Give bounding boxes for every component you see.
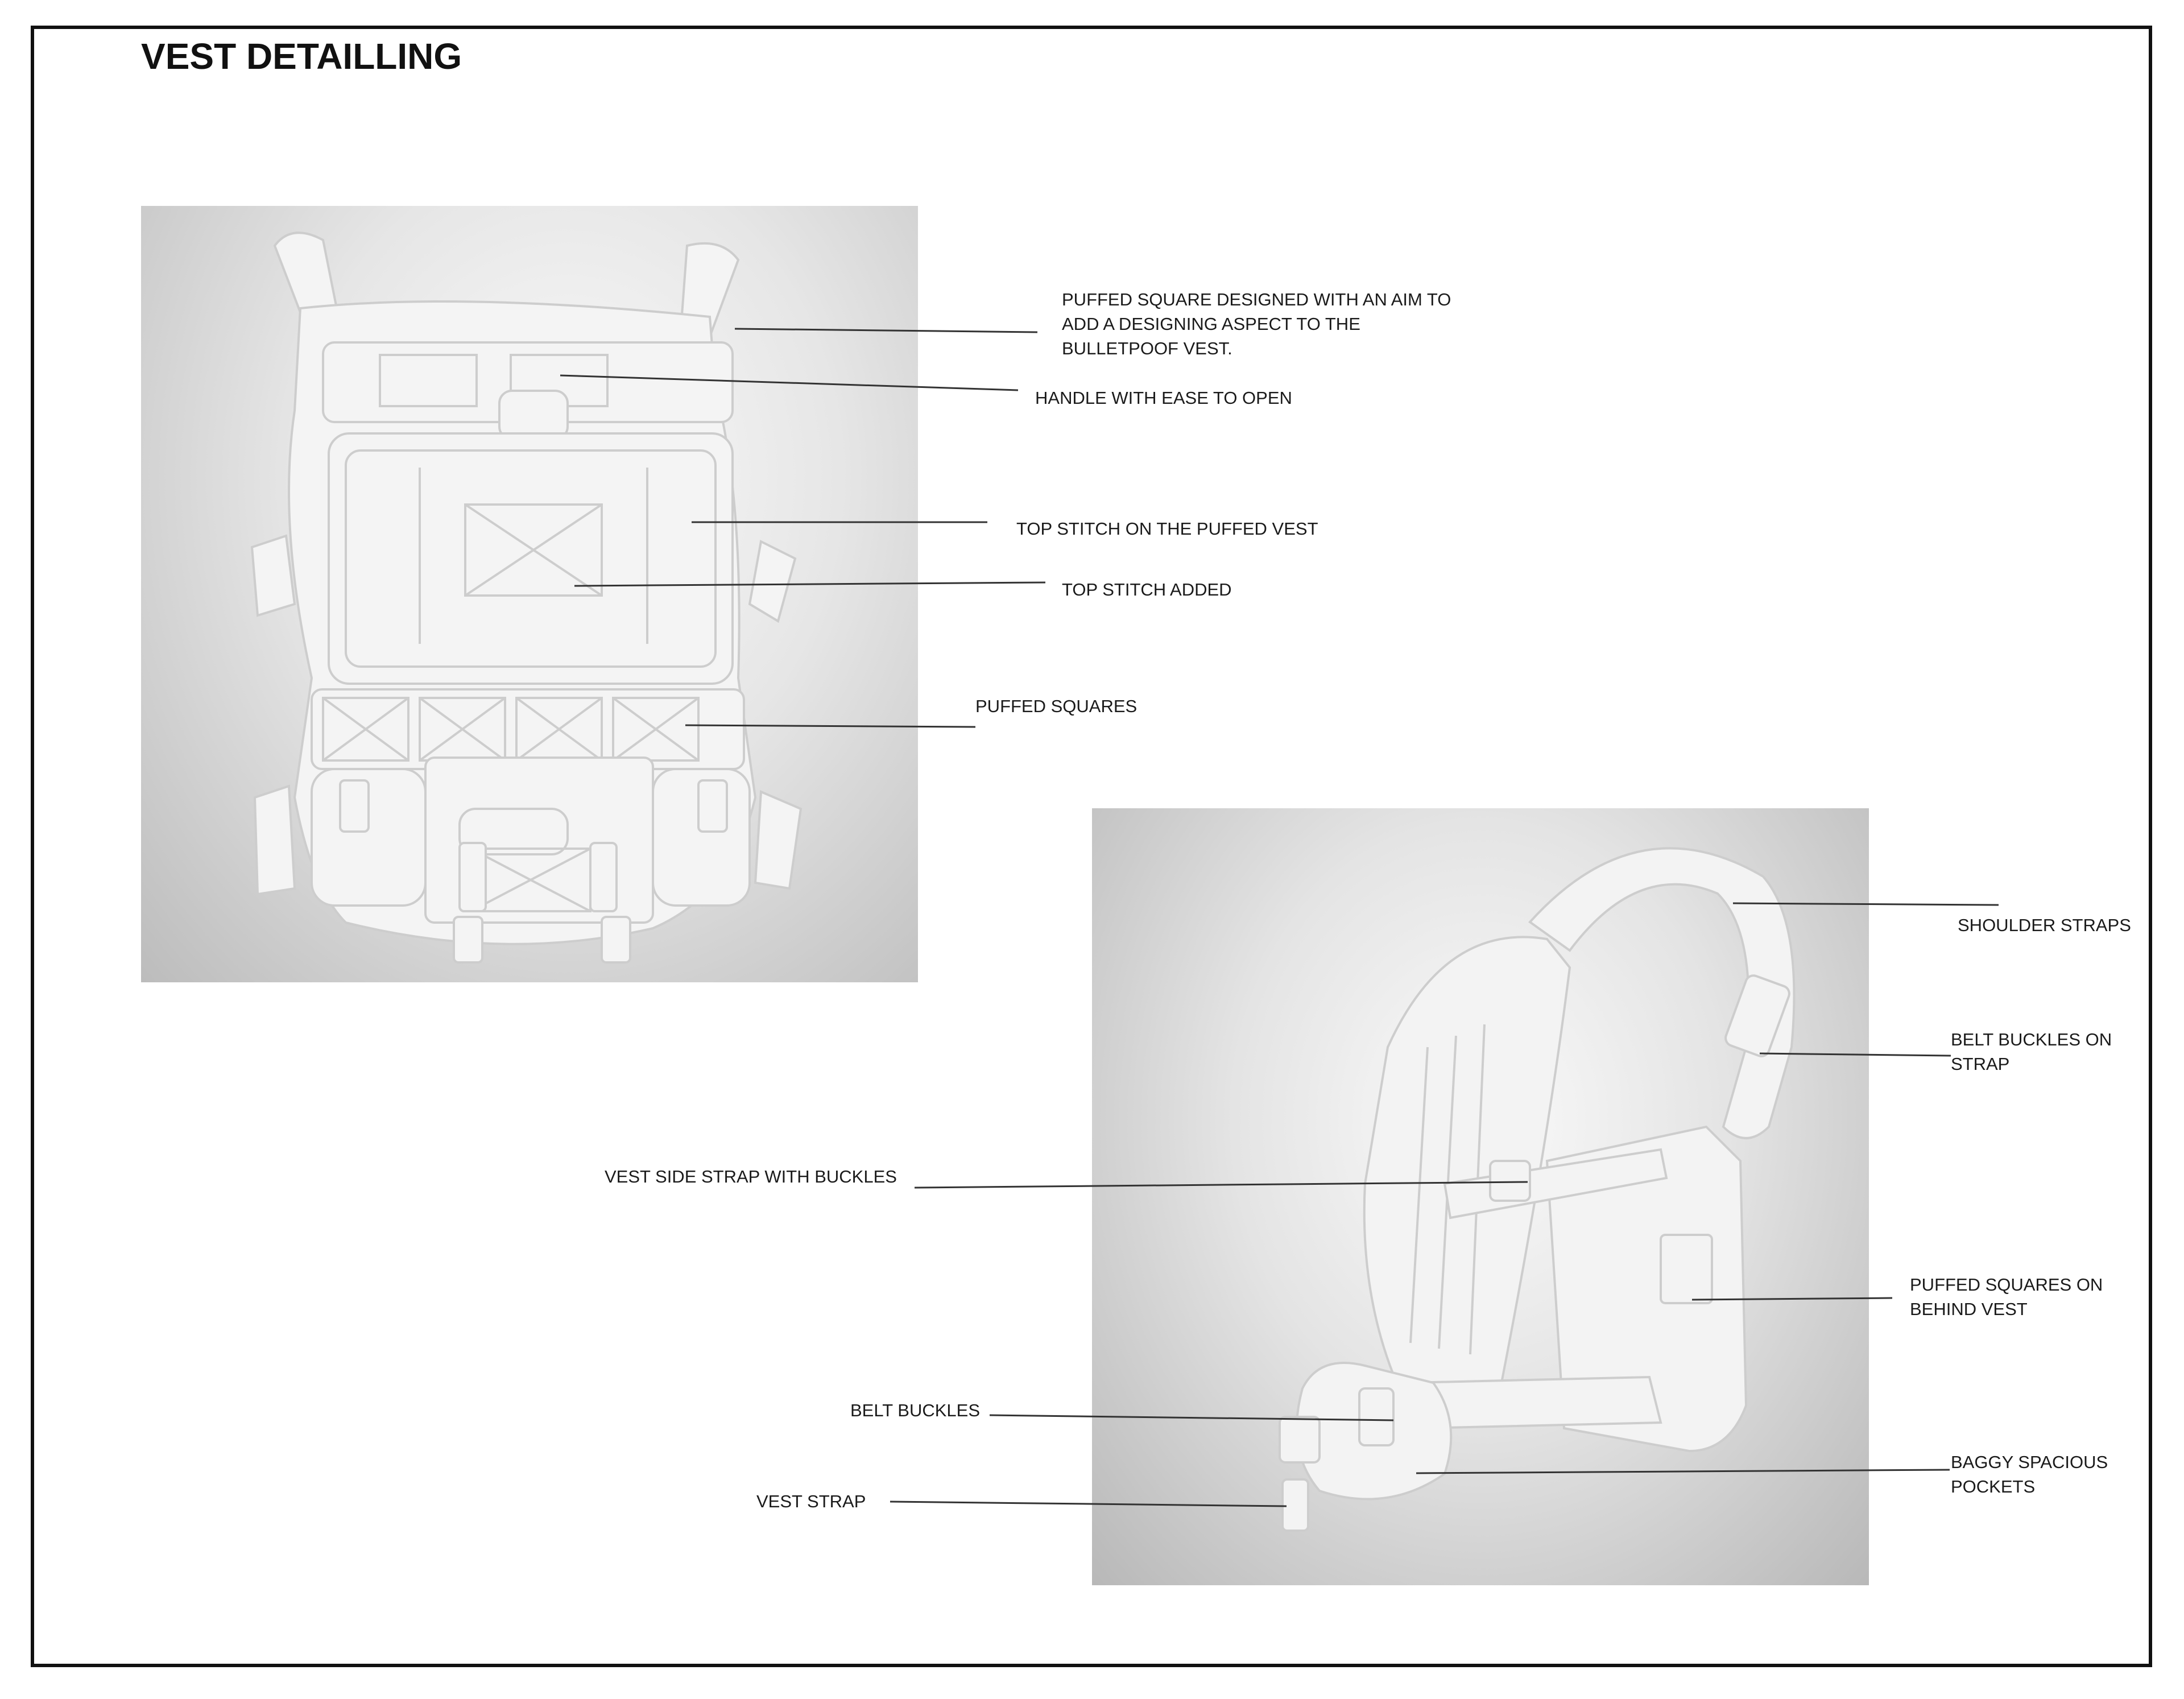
side-vest-illustration (1279, 847, 1796, 1532)
label-puffed-square-design: PUFFED SQUARE DESIGNED WITH AN AIM TO AD… (1062, 290, 1451, 358)
label-baggy-pockets: BAGGY SPACIOUS POCKETS (1951, 1452, 2108, 1497)
label-puffed-squares: PUFFED SQUARES (975, 696, 1138, 716)
label-puffed-squares-behind: PUFFED SQUARES ON BEHIND VEST (1910, 1275, 2103, 1319)
page-title: VEST DETAILLING (141, 36, 462, 77)
label-belt-buckles-strap: BELT BUCKLES ON STRAP (1951, 1030, 2112, 1074)
label-belt-buckles: BELT BUCKLES (850, 1400, 981, 1420)
front-view-render (141, 206, 918, 982)
front-vest-illustration (250, 232, 803, 964)
label-handle: HANDLE WITH EASE TO OPEN (1035, 388, 1292, 408)
label-shoulder-straps: SHOULDER STRAPS (1958, 915, 2131, 935)
label-top-stitch-puffed: TOP STITCH ON THE PUFFED VEST (1016, 519, 1318, 539)
label-vest-strap: VEST STRAP (756, 1491, 866, 1511)
label-top-stitch-added: TOP STITCH ADDED (1062, 580, 1232, 600)
label-vest-side-strap: VEST SIDE STRAP WITH BUCKLES (605, 1167, 897, 1187)
side-view-render (1092, 808, 1869, 1585)
page-frame (31, 26, 2152, 1667)
